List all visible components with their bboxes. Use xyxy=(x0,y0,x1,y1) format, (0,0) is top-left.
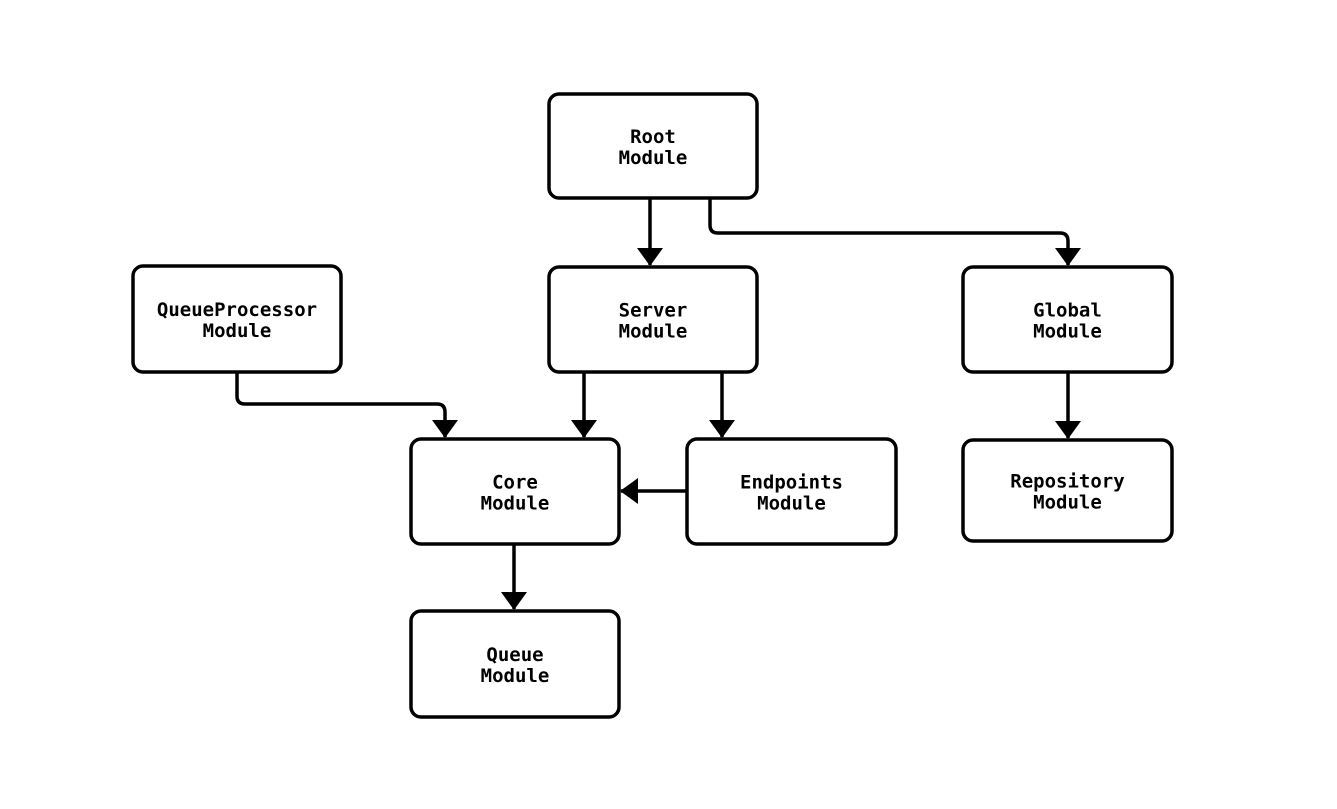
node-box-queue xyxy=(409,609,621,719)
node-label-line1-queueprocessor: QueueProcessor xyxy=(157,299,317,321)
node-label-line2-endpoints: Module xyxy=(757,493,826,515)
node-label-line2-repository: Module xyxy=(1033,492,1102,514)
node-label-line1-endpoints: Endpoints xyxy=(740,472,843,494)
node-box-repository xyxy=(961,438,1174,543)
node-label-line1-root: Root xyxy=(630,126,676,148)
node-label-line2-root: Module xyxy=(619,147,688,169)
node-label-line2-global: Module xyxy=(1033,321,1102,343)
node-label-line1-repository: Repository xyxy=(1010,471,1124,493)
node-box-core xyxy=(409,437,621,546)
node-box-global xyxy=(961,265,1174,374)
node-label-line2-queue: Module xyxy=(481,665,550,687)
edge-root-global xyxy=(708,198,1081,266)
node-label-line1-global: Global xyxy=(1033,300,1102,322)
edge-queueprocessor-core xyxy=(235,372,458,438)
edges-layer xyxy=(235,198,1081,610)
node-box-queueprocessor xyxy=(131,264,343,374)
node-label-line1-queue: Queue xyxy=(486,644,543,666)
node-box-root xyxy=(547,92,759,200)
node-label-line1-core: Core xyxy=(492,472,538,494)
node-label-line2-server: Module xyxy=(619,321,688,343)
node-box-server xyxy=(547,265,759,374)
node-label-line2-core: Module xyxy=(481,493,550,515)
node-box-endpoints xyxy=(685,437,898,546)
node-label-line1-server: Server xyxy=(619,300,688,322)
node-label-line2-queueprocessor: Module xyxy=(203,320,272,342)
